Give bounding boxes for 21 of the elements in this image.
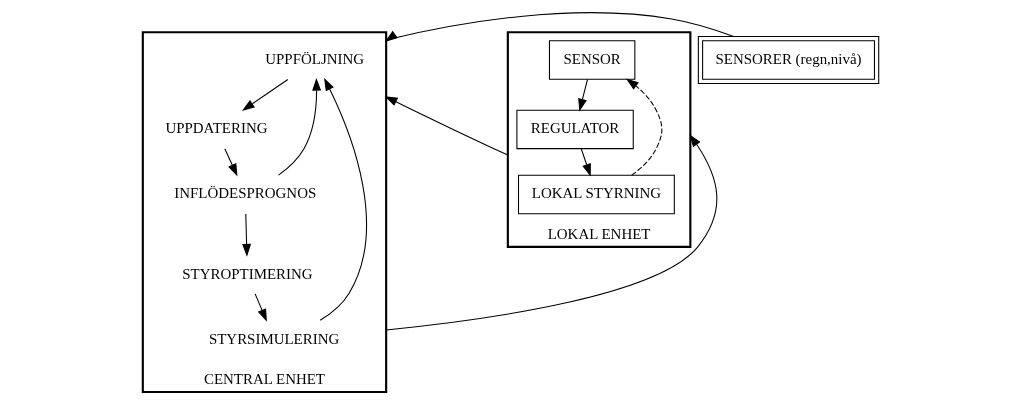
arrow — [625, 78, 662, 176]
arrow — [319, 77, 367, 321]
arrow — [577, 78, 588, 112]
arrow — [384, 12, 734, 42]
arrow — [384, 96, 508, 156]
arrow — [241, 213, 251, 257]
arrow — [223, 148, 238, 177]
node-text: STYROPTIMERING — [181, 265, 313, 282]
arrow — [241, 78, 288, 111]
arrow — [580, 148, 591, 177]
node-text: UPPFÖLJNING — [264, 51, 364, 67]
node-text: UPPDATERING — [164, 120, 267, 137]
node-text: INFLÖDESPROGNOS — [173, 185, 316, 202]
arrow — [254, 293, 267, 322]
arrow — [277, 77, 321, 176]
arrow — [385, 134, 717, 331]
node-box: LOKAL STYRNING — [517, 174, 675, 215]
node-text: STYRSIMULERING — [208, 330, 339, 347]
node-box: REGULATOR — [515, 109, 634, 150]
node-box: SENSOR — [548, 40, 635, 80]
node-box: SENSORER (regn,nivå) — [697, 36, 879, 85]
